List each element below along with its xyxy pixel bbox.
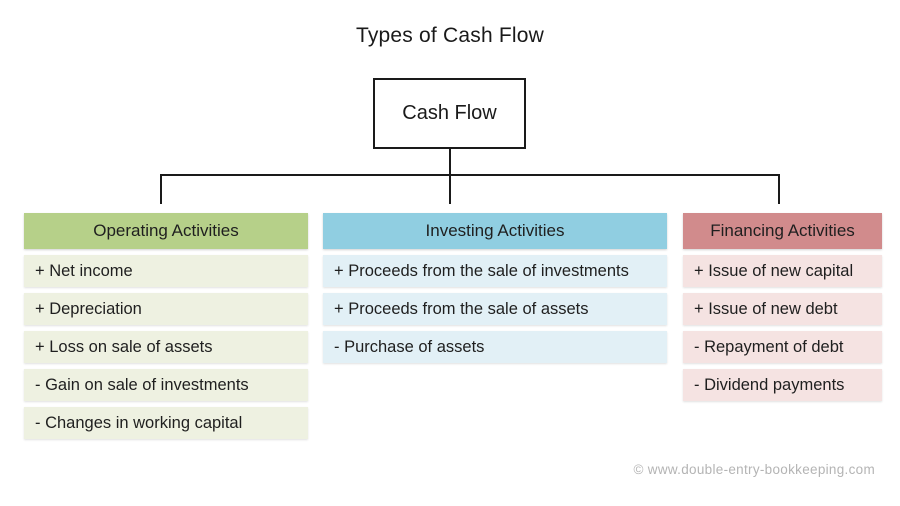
- financing-activities-header: Financing Activities: [683, 213, 882, 249]
- list-item: - Changes in working capital: [24, 407, 308, 439]
- connector-left-drop: [160, 174, 162, 204]
- financing-activities-column: Financing Activities + Issue of new capi…: [683, 213, 882, 401]
- list-item: - Repayment of debt: [683, 331, 882, 363]
- watermark-credit: © www.double-entry-bookkeeping.com: [633, 462, 875, 477]
- list-item: + Issue of new debt: [683, 293, 882, 325]
- operating-activities-header: Operating Activities: [24, 213, 308, 249]
- connector-center-stem: [449, 149, 451, 204]
- cash-flow-root-box: Cash Flow: [373, 78, 526, 149]
- operating-activities-column: Operating Activities + Net income + Depr…: [24, 213, 308, 439]
- list-item: + Proceeds from the sale of investments: [323, 255, 667, 287]
- list-item: + Net income: [24, 255, 308, 287]
- list-item: - Gain on sale of investments: [24, 369, 308, 401]
- root-box-label: Cash Flow: [402, 102, 497, 124]
- connector-right-drop: [778, 174, 780, 204]
- investing-activities-header: Investing Activities: [323, 213, 667, 249]
- list-item: - Purchase of assets: [323, 331, 667, 363]
- investing-activities-column: Investing Activities + Proceeds from the…: [323, 213, 667, 363]
- list-item: + Loss on sale of assets: [24, 331, 308, 363]
- list-item: + Depreciation: [24, 293, 308, 325]
- list-item: - Dividend payments: [683, 369, 882, 401]
- list-item: + Proceeds from the sale of assets: [323, 293, 667, 325]
- list-item: + Issue of new capital: [683, 255, 882, 287]
- connector-horizontal-bar: [160, 174, 780, 176]
- diagram-title: Types of Cash Flow: [355, 24, 544, 47]
